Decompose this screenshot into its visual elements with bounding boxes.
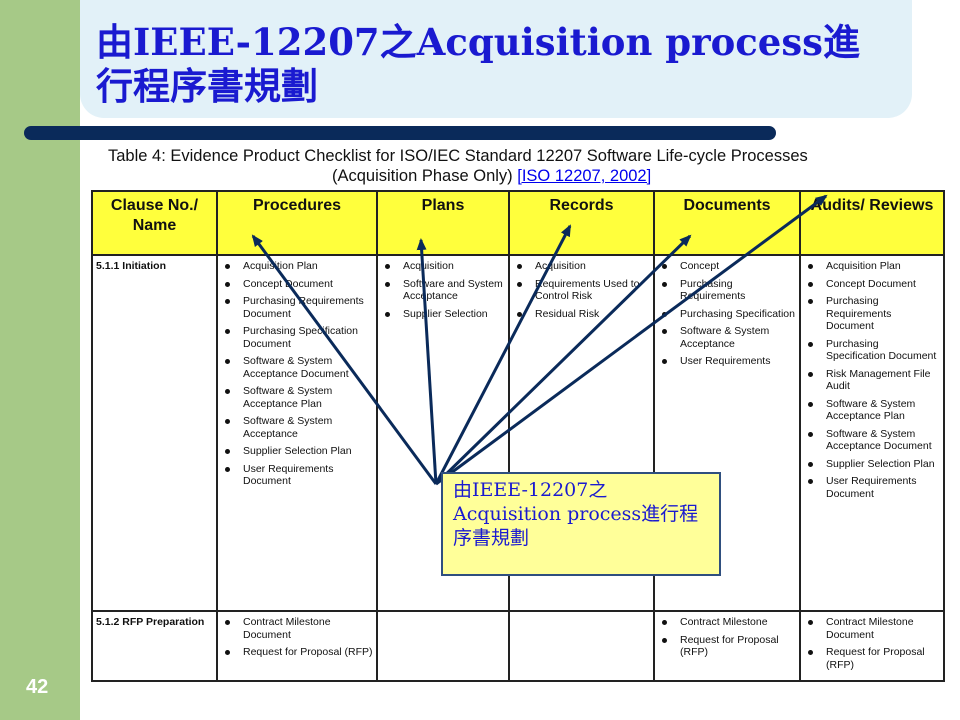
caption-line-1: Table 4: Evidence Product Checklist for … [108,147,808,165]
list-item: Software & System Acceptance Plan [804,398,940,423]
list-item: Supplier Selection Plan [804,458,940,471]
caption-line-2: (Acquisition Phase Only) [ISO 12207, 200… [108,166,948,186]
list-item: Purchasing Specification Document [221,325,373,350]
list-item: Purchasing Requirements Document [804,295,940,333]
list-item: User Requirements Document [804,475,940,500]
list-item: Request for Proposal (RFP) [221,646,373,659]
list-item: Software & System Acceptance Document [221,355,373,380]
list-item: Acquisition [381,260,505,273]
records-cell [508,610,655,682]
slide-number: 42 [26,676,49,698]
clause-cell: 5.1.1 Initiation [91,254,218,612]
header-records: Records [508,190,655,256]
plans-cell [376,610,510,682]
list-item: Request for Proposal (RFP) [658,634,796,659]
title-underline-bar [24,126,776,140]
list-item: Concept Document [221,278,373,291]
table-caption: Table 4: Evidence Product Checklist for … [108,146,948,186]
list-item: Supplier Selection [381,308,505,321]
list-item: Purchasing Specification [658,308,796,321]
table-row: 5.1.2 RFP Preparation Contract Milestone… [91,610,945,682]
list-item: Contract Milestone Document [221,616,373,641]
left-accent-band [0,0,80,720]
list-item: Requirements Used to Control Risk [513,278,650,303]
table-header-row: Clause No./ Name Procedures Plans Record… [91,190,945,256]
list-item: Contract Milestone [658,616,796,629]
list-item: Concept Document [804,278,940,291]
list-item: Software & System Acceptance Document [804,428,940,453]
list-item: Software and System Acceptance [381,278,505,303]
list-item: Concept [658,260,796,273]
reference-link[interactable]: [ISO 12207, 2002] [517,167,652,185]
header-documents: Documents [653,190,801,256]
list-item: User Requirements [658,355,796,368]
list-item: Acquisition Plan [221,260,373,273]
callout-box: 由IEEE-12207之Acquisition process進行程序書規劃 [441,472,721,576]
list-item: Purchasing Specification Document [804,338,940,363]
list-item: Supplier Selection Plan [221,445,373,458]
list-item: Acquisition Plan [804,260,940,273]
slide-title: 由IEEE-12207之Acquisition process進行程序書規劃 [96,20,861,108]
list-item: Purchasing Requirements Document [221,295,373,320]
header-plans: Plans [376,190,510,256]
caption-line-2-text: (Acquisition Phase Only) [332,167,518,185]
list-item: Purchasing Requirements [658,278,796,303]
header-audits-reviews: Audits/ Reviews [799,190,945,256]
header-procedures: Procedures [216,190,378,256]
list-item: User Requirements Document [221,463,373,488]
list-item: Request for Proposal (RFP) [804,646,940,671]
list-item: Contract Milestone Document [804,616,940,641]
clause-cell: 5.1.2 RFP Preparation [91,610,218,682]
list-item: Acquisition [513,260,650,273]
title-box [80,0,912,118]
list-item: Software & System Acceptance Plan [221,385,373,410]
list-item: Software & System Acceptance [221,415,373,440]
list-item: Residual Risk [513,308,650,321]
list-item: Software & System Acceptance [658,325,796,350]
evidence-checklist-table: Clause No./ Name Procedures Plans Record… [91,190,945,682]
list-item: Risk Management File Audit [804,368,940,393]
header-clause: Clause No./ Name [91,190,218,256]
